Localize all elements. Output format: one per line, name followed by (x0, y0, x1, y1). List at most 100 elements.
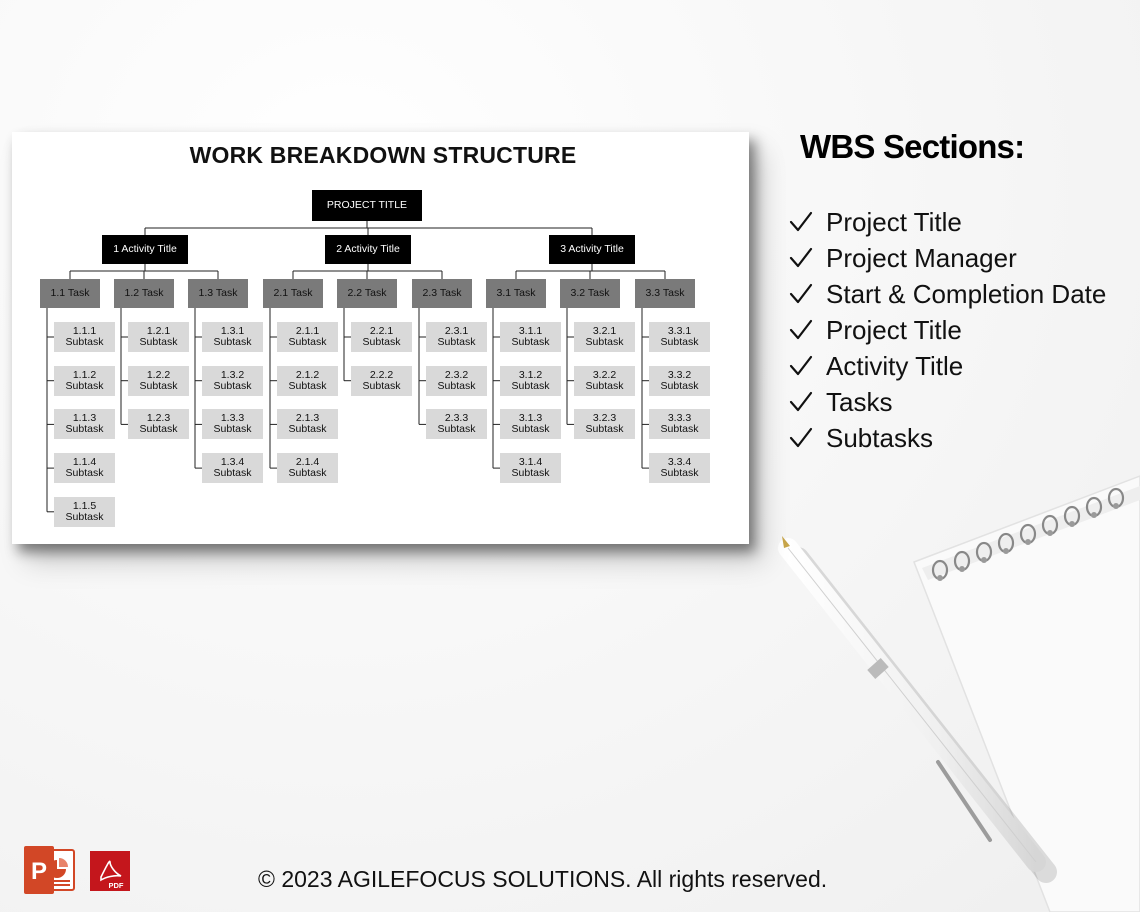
task-title: 2.2 Task (347, 287, 387, 299)
task-box: 3.2 Task (560, 279, 620, 308)
check-icon (789, 247, 813, 268)
task-title: 2.3 Task (422, 287, 462, 299)
subtask-number: 1.2.1 (146, 325, 171, 337)
task-box: 2.2 Task (337, 279, 397, 308)
task-box: 1.2 Task (114, 279, 174, 308)
section-label: Project Title (826, 206, 962, 237)
pdf-icon: PDF (90, 851, 130, 891)
section-item: Project Title (788, 312, 1106, 348)
subtask-number: 3.3.2 (667, 368, 692, 381)
subtask-label: Subtask (139, 336, 178, 348)
subtask-number: 1.1.1 (72, 325, 97, 337)
subtask-number: 3.1.1 (518, 325, 543, 337)
sections-title: WBS Sections: (800, 128, 1025, 165)
subtask-number: 3.3.4 (667, 456, 692, 469)
task-box: 2.1 Task (263, 279, 323, 308)
subtask-label: Subtask (139, 423, 178, 436)
activity-title: 3 Activity Title (560, 243, 624, 255)
task-box: 3.1 Task (486, 279, 546, 308)
subtask-label: Subtask (65, 336, 104, 348)
section-item: Project Manager (788, 240, 1106, 276)
subtask-label: Subtask (660, 336, 699, 348)
subtask-number: 1.1.4 (72, 456, 97, 469)
activity-title: 2 Activity Title (336, 243, 400, 255)
subtask-label: Subtask (288, 467, 327, 480)
subtask-label: Subtask (437, 423, 476, 436)
subtask-label: Subtask (213, 379, 252, 392)
check-icon (789, 211, 813, 232)
wbs-connector-lines (46, 221, 666, 513)
check-icon (789, 355, 813, 376)
subtask-label: Subtask (139, 379, 178, 392)
subtask-label: Subtask (362, 336, 401, 348)
activity-box: 2 Activity Title (325, 235, 411, 264)
subtask-label: Subtask (65, 423, 104, 436)
check-icon (789, 319, 813, 340)
copyright-text: © 2023 AGILEFOCUS SOLUTIONS. All rights … (258, 866, 828, 892)
subtask-number: 2.1.3 (295, 412, 320, 425)
project-title-box: PROJECT TITLE (312, 190, 422, 221)
subtask-number: 2.3.3 (444, 412, 469, 425)
subtask-label: Subtask (437, 379, 476, 392)
subtask-number: 3.2.1 (592, 325, 617, 337)
check-icon (789, 391, 813, 412)
subtask-number: 2.3.1 (444, 325, 469, 337)
subtask-number: 2.3.2 (444, 368, 469, 381)
subtask-label: Subtask (65, 467, 104, 480)
section-label: Subtasks (826, 422, 933, 453)
section-item: Project Title (788, 204, 1106, 240)
check-icon (789, 427, 813, 448)
subtask-number: 1.1.5 (72, 499, 97, 512)
subtask-number: 1.3.1 (220, 325, 245, 337)
task-box: 3.3 Task (635, 279, 695, 308)
subtask-number: 3.2.2 (592, 368, 617, 381)
svg-text:PDF: PDF (109, 881, 124, 890)
task-box: 2.3 Task (412, 279, 472, 308)
subtask-label: Subtask (511, 379, 550, 392)
slide-title: WORK BREAKDOWN STRUCTURE (189, 142, 577, 168)
subtask-number: 2.1.1 (295, 325, 320, 337)
section-label: Project Title (826, 314, 962, 345)
subtask-number: 2.2.1 (369, 325, 394, 337)
section-label: Project Manager (826, 242, 1017, 273)
section-label: Start & Completion Date (826, 278, 1107, 309)
task-title: 3.3 Task (645, 287, 685, 299)
subtask-label: Subtask (362, 379, 401, 392)
section-item: Tasks (788, 384, 1106, 420)
notebook-image (913, 475, 1140, 912)
subtask-label: Subtask (437, 336, 476, 348)
task-title: 1.3 Task (198, 287, 238, 299)
section-item: Activity Title (788, 348, 1106, 384)
section-label: Activity Title (826, 350, 964, 381)
svg-text:P: P (31, 858, 47, 885)
task-title: 2.1 Task (273, 287, 313, 299)
section-item: Start & Completion Date (788, 276, 1106, 312)
subtask-number: 3.3.1 (667, 325, 692, 337)
subtask-label: Subtask (660, 467, 699, 480)
subtask-label: Subtask (213, 423, 252, 436)
activity-box: 3 Activity Title (549, 235, 635, 264)
subtask-number: 1.3.2 (220, 368, 245, 381)
section-label: Tasks (826, 386, 893, 417)
task-title: 1.1 Task (50, 287, 90, 299)
